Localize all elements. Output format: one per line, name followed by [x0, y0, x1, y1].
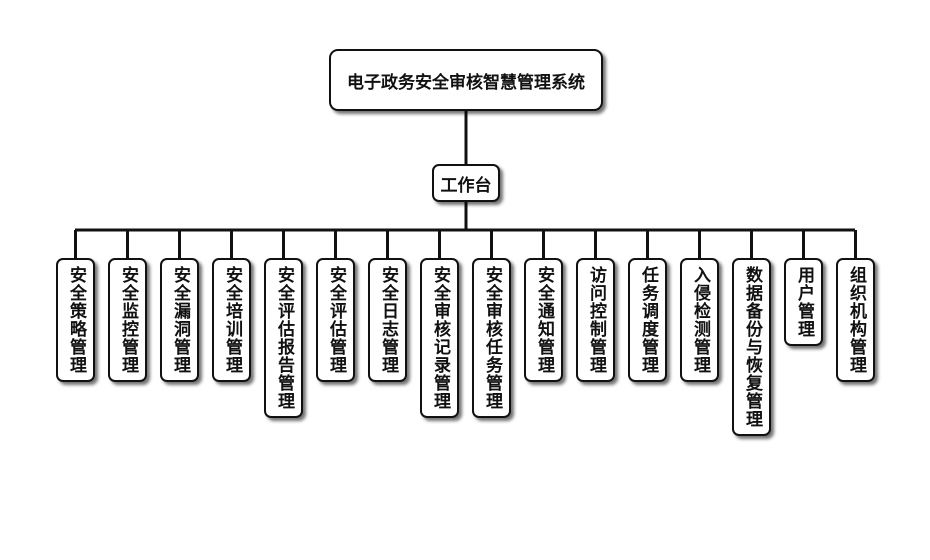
module-node: 安全评估管理 [316, 258, 355, 382]
module-node: 安全通知管理 [524, 258, 563, 382]
module-node: 安全漏洞管理 [160, 258, 199, 382]
module-label: 安全监控管理 [118, 266, 138, 374]
module-node: 安全监控管理 [108, 258, 147, 382]
module-node: 数据备份与恢复管理 [732, 258, 771, 436]
module-label: 组织机构管理 [846, 266, 866, 374]
module-node: 安全培训管理 [212, 258, 251, 382]
module-label: 安全培训管理 [222, 266, 242, 374]
module-label: 安全审核任务管理 [482, 266, 502, 410]
module-label: 数据备份与恢复管理 [742, 266, 762, 428]
module-node: 安全评估报告管理 [264, 258, 303, 418]
module-node: 安全审核任务管理 [472, 258, 511, 418]
module-node: 组织机构管理 [836, 258, 875, 382]
hub-label: 工作台 [440, 175, 492, 196]
module-node: 安全审核记录管理 [420, 258, 459, 418]
module-label: 任务调度管理 [638, 266, 658, 374]
module-label: 访问控制管理 [586, 266, 606, 374]
module-label: 安全日志管理 [378, 266, 398, 374]
module-label: 安全审核记录管理 [430, 266, 450, 410]
module-label: 用户管理 [794, 266, 814, 338]
module-label: 入侵检测管理 [690, 266, 710, 374]
module-node: 访问控制管理 [576, 258, 615, 382]
module-node: 用户管理 [784, 258, 823, 346]
module-label: 安全策略管理 [66, 266, 86, 374]
root-label: 电子政务安全审核智慧管理系统 [347, 72, 585, 93]
module-label: 安全通知管理 [534, 266, 554, 374]
module-node: 任务调度管理 [628, 258, 667, 382]
module-label: 安全评估管理 [326, 266, 346, 374]
module-node: 入侵检测管理 [680, 258, 719, 382]
module-label: 安全漏洞管理 [170, 266, 190, 374]
module-node: 安全日志管理 [368, 258, 407, 382]
hub-node-workbench: 工作台 [432, 164, 500, 202]
module-node: 安全策略管理 [56, 258, 95, 382]
root-node: 电子政务安全审核智慧管理系统 [329, 49, 603, 111]
module-label: 安全评估报告管理 [274, 266, 294, 410]
